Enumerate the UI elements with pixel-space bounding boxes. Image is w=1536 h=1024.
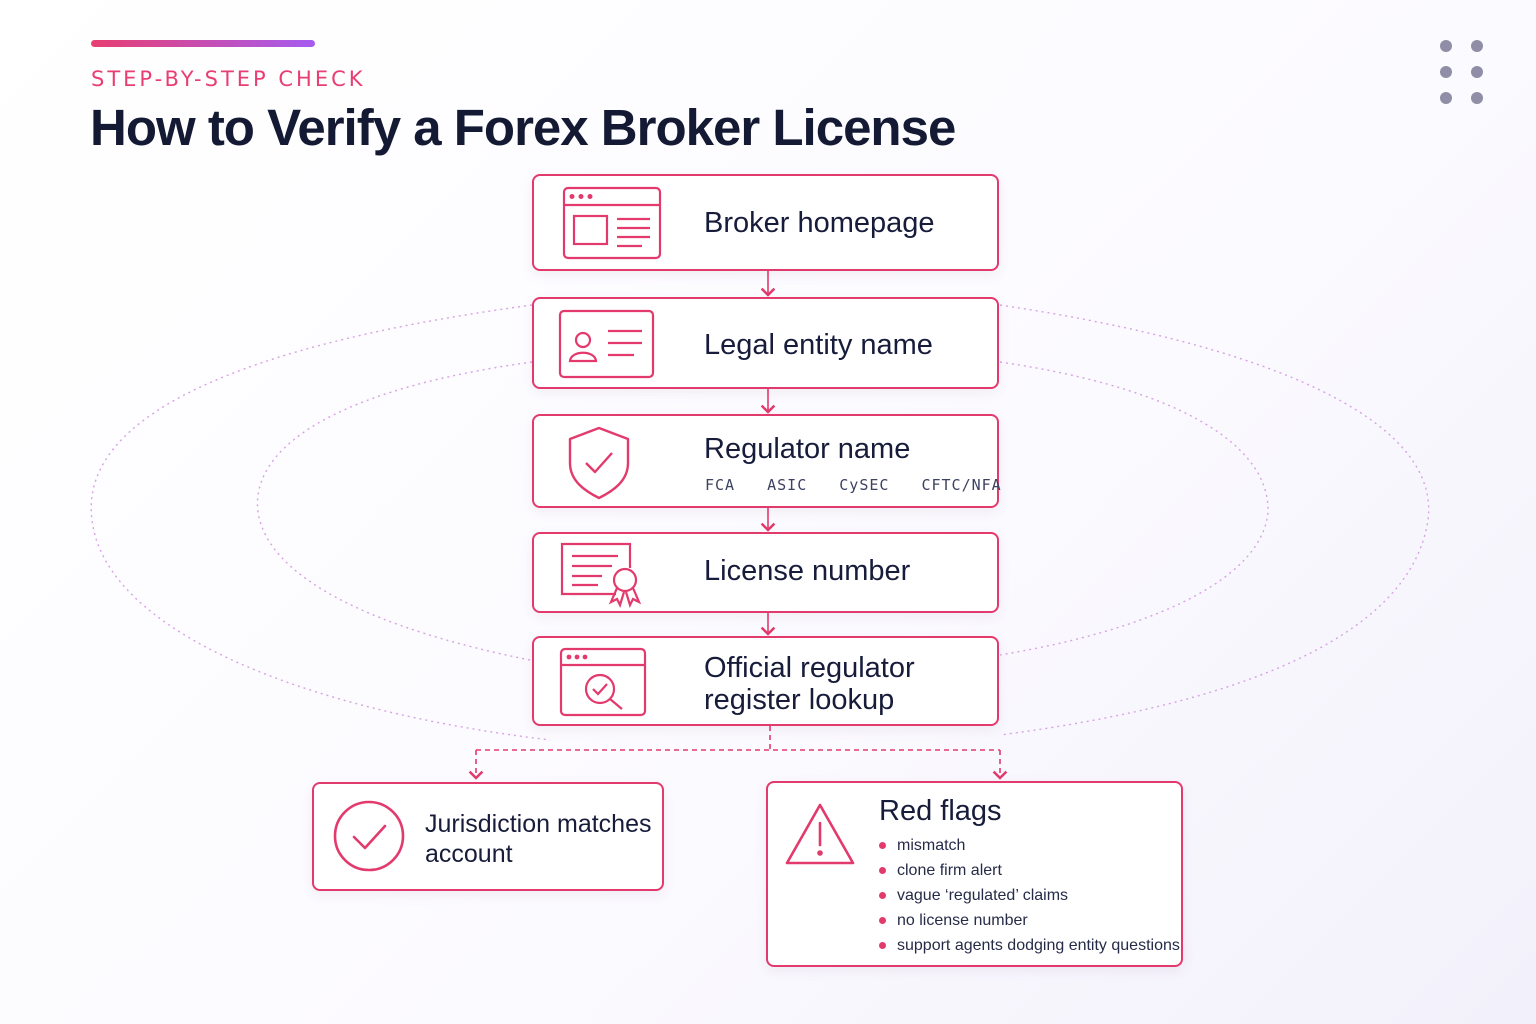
red-flags-list: mismatch clone firm alert vague ‘regulat… (878, 833, 1180, 958)
list-item: clone firm alert (878, 858, 1180, 883)
list-item: mismatch (878, 833, 1180, 858)
orbit-rings (90, 304, 1430, 741)
step-label: Official regulator register lookup (704, 652, 915, 716)
branch-connector (468, 726, 1008, 780)
accent-bar (91, 40, 315, 47)
step-label: Broker homepage (704, 207, 935, 239)
regulator-list: FCA ASIC CySEC CFTC/NFA (705, 476, 1024, 494)
regulator-tag: CFTC/NFA (921, 476, 1002, 494)
eyebrow-label: STEP-BY-STEP CHECK (91, 67, 366, 91)
list-item: support agents dodging entity questions (878, 933, 1180, 958)
step-label: Regulator name (704, 433, 911, 465)
check-circle-icon (333, 800, 405, 872)
list-item: no license number (878, 908, 1180, 933)
regulator-tag: ASIC (767, 476, 808, 494)
step-license-number: License number (532, 532, 999, 613)
certificate-icon (560, 542, 642, 608)
step-legal-entity-name: Legal entity name (532, 297, 999, 389)
list-item: vague ‘regulated’ claims (878, 883, 1180, 908)
dots-grid-icon (1434, 34, 1494, 112)
page-title: How to Verify a Forex Broker License (90, 99, 956, 156)
outcome-label: Jurisdiction matches account (425, 810, 652, 868)
shield-check-icon (568, 426, 630, 500)
red-flags-title: Red flags (879, 795, 1002, 827)
warning-triangle-icon (785, 803, 855, 865)
step-register-lookup: Official regulator register lookup (532, 636, 999, 726)
regulator-tag: CySEC (839, 476, 890, 494)
browser-window-icon (562, 186, 662, 260)
step-regulator-name: Regulator name FCA ASIC CySEC CFTC/NFA (532, 414, 1001, 508)
outcome-jurisdiction-match: Jurisdiction matches account (312, 782, 664, 891)
outcome-red-flags: Red flags mismatch clone firm alert vagu… (766, 781, 1183, 967)
step-broker-homepage: Broker homepage (532, 174, 999, 271)
step-label: License number (704, 555, 911, 587)
step-label: Legal entity name (704, 329, 933, 361)
id-card-icon (558, 309, 655, 379)
browser-search-icon (559, 647, 647, 717)
regulator-tag: FCA (705, 476, 736, 494)
